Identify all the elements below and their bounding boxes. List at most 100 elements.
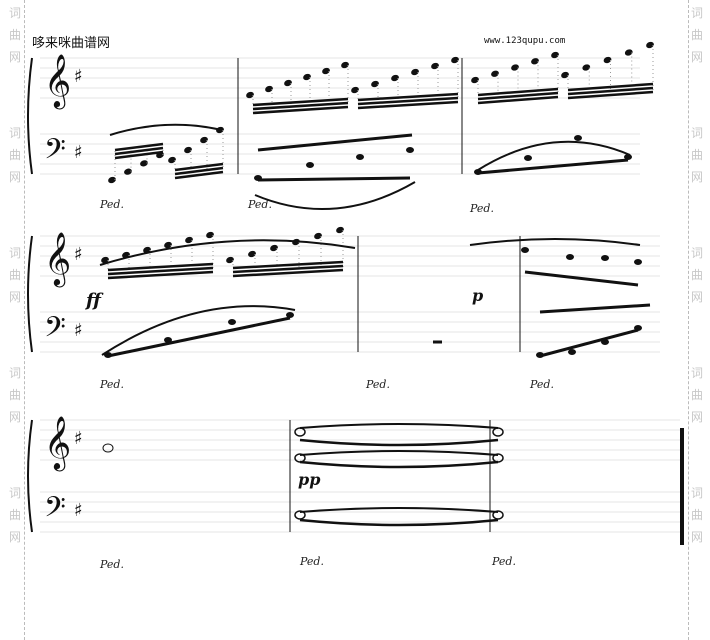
note-head (185, 236, 193, 244)
note-head (351, 86, 359, 94)
slur (109, 123, 223, 136)
tie (299, 518, 499, 527)
beam (567, 90, 654, 100)
treble-clef: 𝄞 (44, 415, 71, 471)
note-head (646, 41, 654, 49)
note-head (284, 79, 292, 87)
beam (477, 91, 559, 101)
note-head (531, 58, 539, 65)
watermark-char: 词 (8, 366, 21, 380)
bass-clef: 𝄢 (44, 133, 66, 173)
whole-note (294, 427, 306, 437)
watermark-char: 网 (8, 290, 21, 304)
note-head (286, 312, 294, 318)
note-head (511, 64, 519, 71)
watermark-char: 网 (690, 170, 703, 184)
watermark-char: 曲 (8, 28, 21, 42)
watermark-char: 词 (8, 246, 21, 260)
key-signature-sharp: ♯ (74, 142, 83, 163)
note-head (568, 349, 576, 355)
note-head (634, 259, 642, 265)
note-head (248, 250, 256, 258)
tie (299, 460, 499, 469)
beam (232, 264, 344, 274)
key-signature-sharp: ♯ (74, 428, 83, 449)
note-head (521, 247, 529, 253)
beam (252, 97, 349, 107)
pedal-mark: Ped. (100, 378, 124, 391)
watermark-char: 网 (690, 410, 703, 424)
pedal-mark: Ped. (530, 378, 554, 391)
beam (107, 316, 291, 358)
watermark-char: 曲 (690, 508, 703, 522)
note-head (108, 176, 116, 184)
tie (299, 423, 499, 429)
watermark-char: 网 (690, 290, 703, 304)
beam (357, 92, 459, 102)
beam (252, 105, 349, 115)
note-head (471, 76, 479, 84)
slur (99, 239, 356, 266)
watermark-char: 曲 (690, 148, 703, 162)
note-head (184, 146, 192, 154)
beam (174, 166, 224, 176)
key-signature-sharp: ♯ (74, 66, 83, 87)
watermark-char: 词 (690, 6, 703, 20)
system-brace (27, 419, 33, 533)
note-head (101, 256, 109, 264)
note-head (561, 71, 569, 79)
left-watermark-column (4, 0, 25, 640)
dynamic-pp: pp (298, 470, 321, 489)
tie (299, 438, 499, 447)
note-head (270, 244, 278, 252)
pedal-mark: Ped. (300, 555, 324, 568)
watermark-char: 词 (690, 246, 703, 260)
beam (174, 170, 224, 180)
dynamic-p: p (472, 286, 484, 305)
key-signature-sharp: ♯ (74, 500, 83, 521)
watermark-char: 网 (8, 50, 21, 64)
watermark-char: 曲 (8, 268, 21, 282)
whole-note (492, 427, 504, 437)
note-head (336, 226, 344, 234)
treble-clef: 𝄞 (44, 53, 71, 109)
watermark-char: 网 (8, 530, 21, 544)
beam (257, 176, 411, 182)
treble-clef: 𝄞 (44, 231, 71, 287)
note-head (551, 51, 559, 59)
watermark-char: 词 (8, 126, 21, 140)
note-head (124, 168, 132, 175)
note-head (406, 147, 414, 153)
note-head (491, 70, 499, 77)
beam (477, 95, 559, 105)
note-head (168, 156, 176, 164)
watermark-char: 网 (8, 410, 21, 424)
pedal-mark: Ped. (366, 378, 390, 391)
note-head (226, 256, 234, 264)
watermark-char: 曲 (690, 388, 703, 402)
note-head (200, 136, 208, 144)
note-head (451, 56, 459, 64)
beam (114, 142, 164, 152)
note-head (603, 56, 612, 64)
watermark-char: 词 (690, 126, 703, 140)
watermark-char: 曲 (690, 28, 703, 42)
pedal-mark: Ped. (492, 555, 516, 568)
note-head (582, 64, 591, 71)
beam (357, 96, 459, 106)
beam (524, 270, 639, 287)
beam (257, 133, 413, 152)
note-head (140, 160, 148, 167)
note-head (206, 231, 214, 239)
beam (232, 260, 344, 270)
tie (299, 507, 499, 513)
watermark-char: 曲 (8, 388, 21, 402)
pedal-mark: Ped. (470, 202, 494, 215)
watermark-char: 网 (8, 170, 21, 184)
note-head (322, 67, 330, 75)
note-head (341, 61, 349, 69)
note-head (314, 232, 322, 240)
note-head (624, 49, 633, 56)
beam (114, 150, 164, 160)
